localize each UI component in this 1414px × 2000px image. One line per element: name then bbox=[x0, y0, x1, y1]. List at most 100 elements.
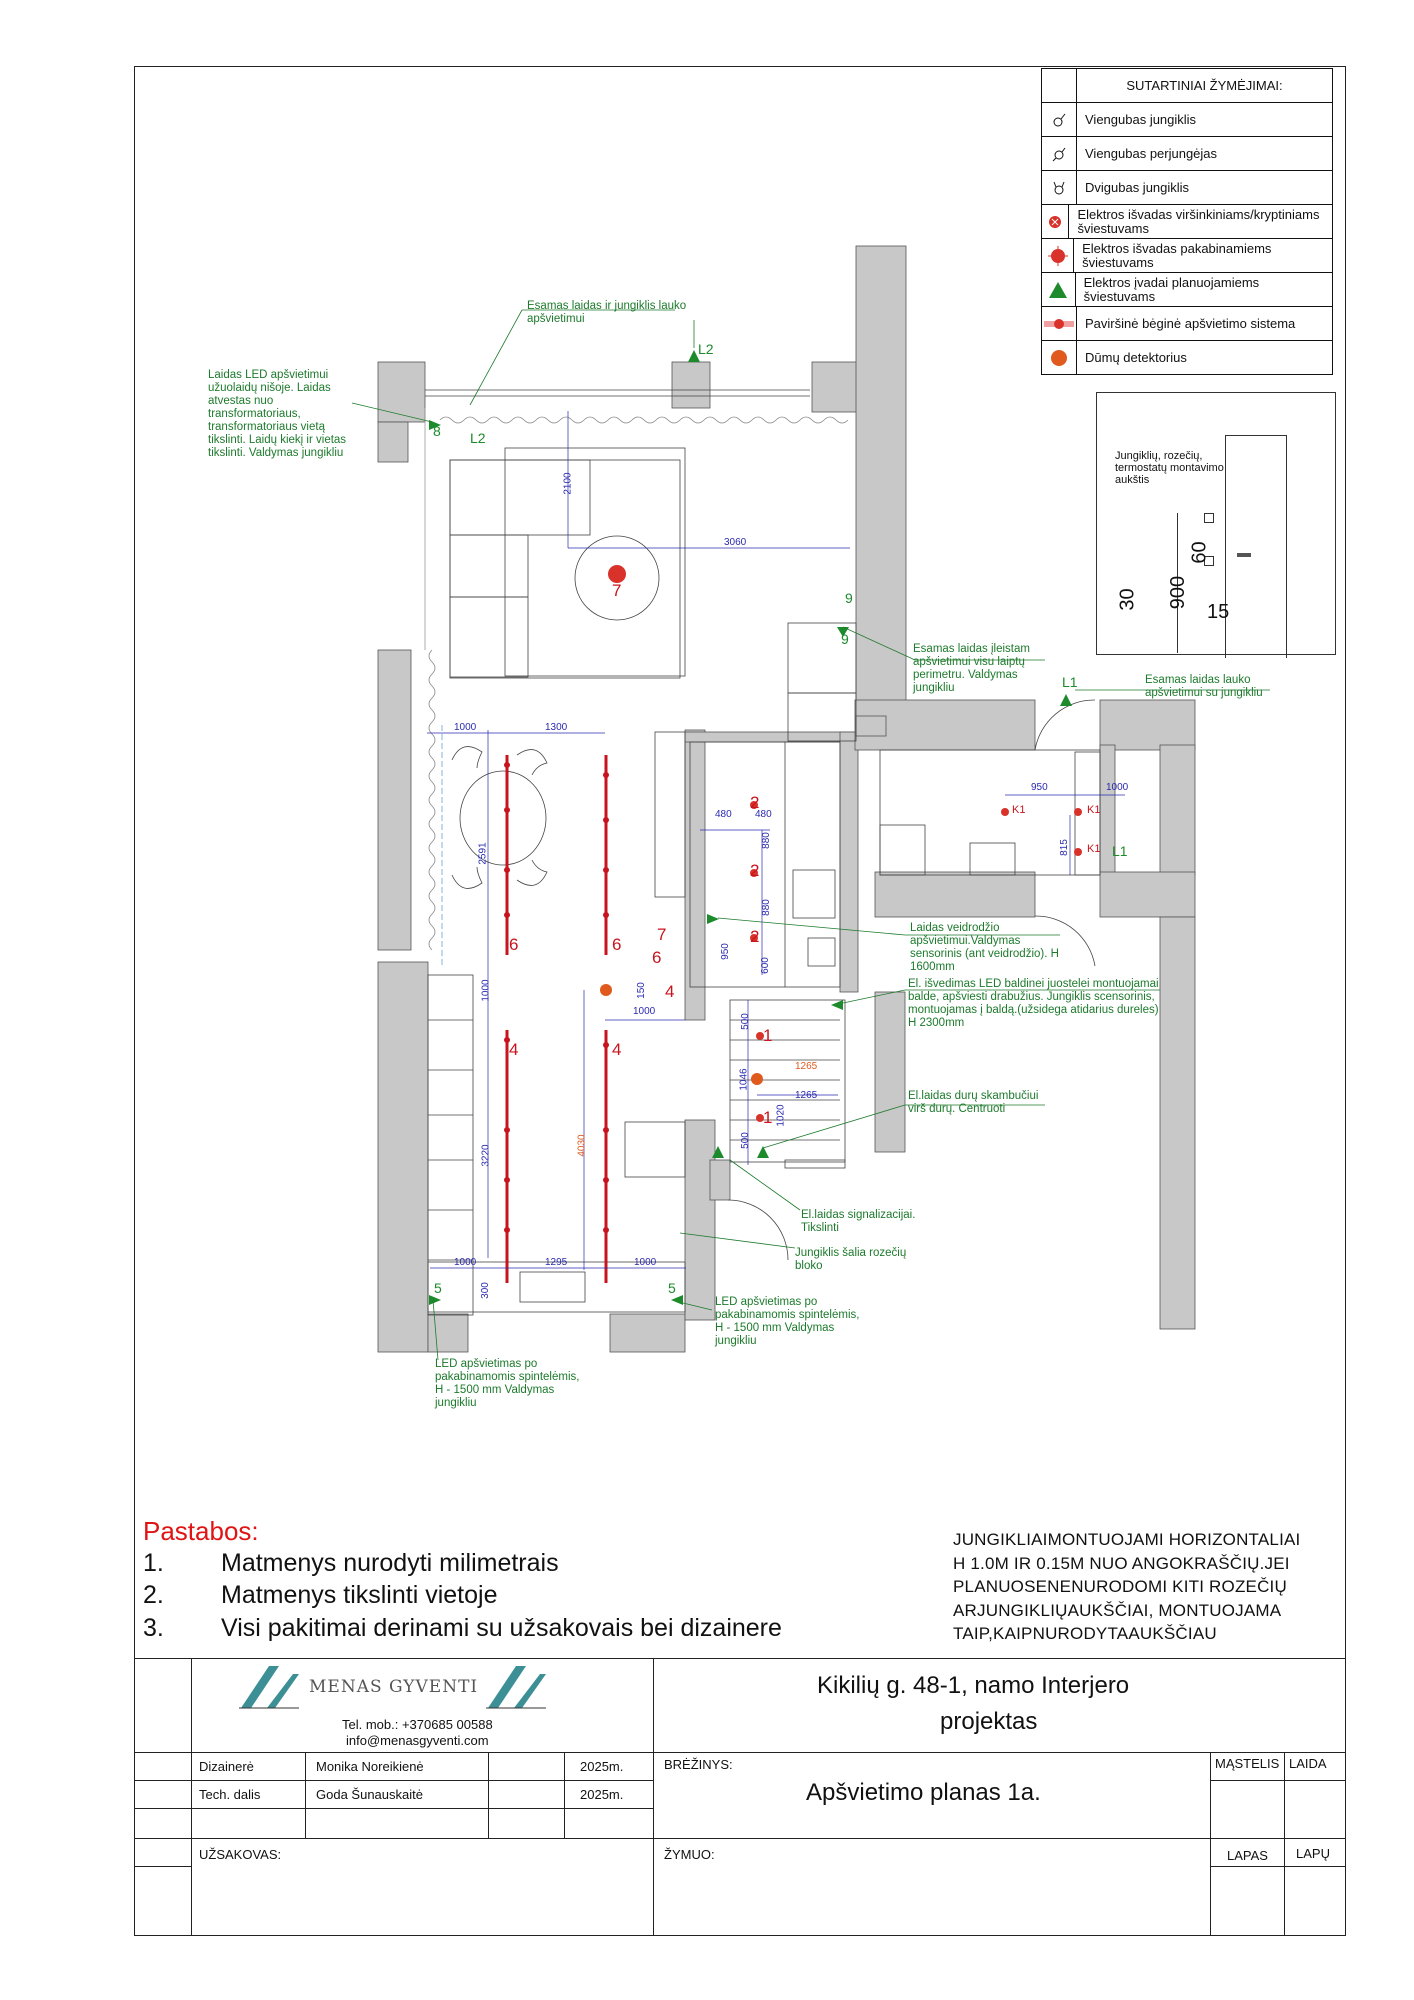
drawing-frame bbox=[134, 66, 1346, 1936]
dim-815: 815 bbox=[1058, 839, 1070, 856]
label-1b: 1 bbox=[763, 1108, 773, 1127]
label-l1-east: L1 bbox=[1112, 843, 1128, 859]
curtain-waves bbox=[428, 416, 849, 951]
label-k1a: K1 bbox=[1012, 804, 1026, 816]
planned-input-icon bbox=[1042, 273, 1076, 306]
label-9a: 9 bbox=[841, 631, 849, 647]
legend-row: Elektros įvadai planuojamiems šviestuvam… bbox=[1042, 272, 1332, 306]
drawing-label: BRĖŽINYS: bbox=[664, 1757, 733, 1772]
door-icon bbox=[1225, 435, 1287, 658]
issue-label: LAIDA bbox=[1289, 1756, 1327, 1771]
label-1a: 1 bbox=[763, 1026, 773, 1045]
dim-1000f: 1000 bbox=[1106, 782, 1129, 793]
label-8: 8 bbox=[433, 423, 441, 439]
company-phone: Tel. mob.: +370685 00588 bbox=[342, 1717, 493, 1732]
dim-500a: 500 bbox=[739, 1013, 751, 1030]
label-l2-north: L2 bbox=[698, 341, 714, 357]
dim-1265b: 1265 bbox=[795, 1090, 818, 1101]
dim-1000b: 1000 bbox=[480, 979, 492, 1002]
interior-lines bbox=[424, 389, 1101, 1316]
label-k1c: K1 bbox=[1087, 843, 1101, 855]
label-5a: 5 bbox=[434, 1280, 442, 1296]
ceiling-outlet-icon bbox=[1042, 205, 1070, 238]
legend-row: Viengubas perjungėjas bbox=[1042, 136, 1332, 170]
dim-1000c: 1000 bbox=[454, 1257, 477, 1268]
inset-text: Jungiklių, rozečių, termostatų montavimo… bbox=[1115, 450, 1224, 486]
designer-year: 2025m. bbox=[580, 1759, 624, 1774]
label-6b: 6 bbox=[612, 935, 622, 954]
callout-kitchen-led-right: LED apšvietimas po pakabinamomis spintel… bbox=[715, 1296, 860, 1347]
dim-1000e: 1000 bbox=[633, 1006, 656, 1017]
dim-880a: 880 bbox=[760, 832, 772, 849]
tech-name: Goda Šunauskaitė bbox=[316, 1787, 423, 1802]
callout-existing-wire-outdoor: Esamas laidas ir jungiklis lauko apšviet… bbox=[527, 300, 687, 325]
sheets-label: LAPŲ bbox=[1296, 1846, 1330, 1861]
dim-880b: 880 bbox=[760, 899, 772, 916]
designer-role: Dizainerė bbox=[199, 1759, 254, 1774]
legend-table: SUTARTINIAI ŽYMĖJIMAI: Viengubas jungikl… bbox=[1041, 68, 1333, 375]
switch-box bbox=[1204, 513, 1214, 523]
dim-3060: 3060 bbox=[724, 537, 747, 548]
callout-doorbell: El.laidas durų skambučiui virš durų. Cen… bbox=[908, 1090, 1039, 1115]
dimension-lines bbox=[427, 411, 1125, 1270]
walls bbox=[377, 245, 1196, 1353]
dim-500b: 500 bbox=[739, 1132, 751, 1149]
label-7: 7 bbox=[612, 581, 622, 600]
label-6a: 6 bbox=[509, 935, 519, 954]
double-switch-icon bbox=[1042, 171, 1077, 204]
dim-15: 15 bbox=[1207, 601, 1230, 623]
ceiling-outlets bbox=[600, 565, 1082, 1122]
mounting-height-inset: Jungiklių, rozečių, termostatų montavimo… bbox=[1096, 392, 1336, 658]
dim-480a: 480 bbox=[715, 809, 732, 820]
client-label: UŽSAKOVAS: bbox=[199, 1847, 282, 1862]
callout-stair-lighting: Esamas laidas įleistam apšvietimui visu … bbox=[913, 643, 1030, 694]
track-lighting bbox=[505, 755, 608, 1283]
callout-outdoor-light: Esamas laidas lauko apšvietimui su jungi… bbox=[1145, 674, 1263, 699]
notes-title: Pastabos: bbox=[143, 1516, 259, 1546]
dim-480b: 480 bbox=[755, 809, 772, 820]
label-2b: 2 bbox=[750, 861, 760, 880]
title-block: MENAS GYVENTI Tel. mob.: +370685 00588 i… bbox=[134, 1658, 1346, 1936]
logo-text: MENAS GYVENTI bbox=[309, 1677, 479, 1697]
dim-1046: 1046 bbox=[738, 1068, 750, 1091]
dim-900: 900 bbox=[1167, 575, 1190, 610]
project-title-line1: Kikilių g. 48-1, namo Interjero bbox=[817, 1672, 1130, 1699]
label-4a: 4 bbox=[509, 1040, 519, 1059]
planned-light-inputs bbox=[429, 350, 1072, 1305]
label-7b: 7 bbox=[657, 925, 667, 944]
callout-curtain-led: Laidas LED apšvietimui užuolaidų nišoje.… bbox=[208, 369, 347, 459]
company-logo: MENAS GYVENTI bbox=[239, 1664, 548, 1710]
dim-150: 150 bbox=[635, 982, 647, 999]
dim-1000d: 1000 bbox=[634, 1257, 657, 1268]
label-2c: 2 bbox=[750, 927, 760, 946]
installation-note: JUNGIKLIAIMONTUOJAMI HORIZONTALIAI H 1.0… bbox=[953, 1530, 1301, 1643]
track-system-icon bbox=[1042, 307, 1077, 340]
label-k1b: K1 bbox=[1087, 804, 1101, 816]
single-changeover-icon bbox=[1042, 137, 1077, 170]
designer-name: Monika Noreikienė bbox=[316, 1759, 424, 1774]
label-4b: 4 bbox=[612, 1040, 622, 1059]
pendant-outlet-icon bbox=[1042, 239, 1075, 272]
label-4c: 4 bbox=[665, 982, 675, 1001]
legend-row: Dūmų detektorius bbox=[1042, 340, 1332, 374]
callout-kitchen-led-left: LED apšvietimas po pakabinamomis spintel… bbox=[435, 1358, 580, 1409]
dim-4030: 4030 bbox=[576, 1134, 588, 1157]
scale-label: MĄSTELIS bbox=[1215, 1756, 1280, 1771]
legend-row: Paviršinė bėginė apšvietimo sistema bbox=[1042, 306, 1332, 340]
tech-role: Tech. dalis bbox=[199, 1787, 261, 1802]
legend-title: SUTARTINIAI ŽYMĖJIMAI: bbox=[1126, 78, 1283, 93]
callout-mirror-light: Laidas veidrodžio apšvietimui.Valdymas s… bbox=[910, 922, 1059, 973]
note-item: 1.Matmenys nurodyti milimetrais bbox=[143, 1549, 559, 1577]
legend-header: SUTARTINIAI ŽYMĖJIMAI: bbox=[1042, 69, 1332, 102]
sheet-label: LAPAS bbox=[1227, 1848, 1268, 1863]
dim-60: 60 bbox=[1188, 541, 1211, 564]
dim-950: 950 bbox=[719, 943, 731, 960]
door-handle-icon bbox=[1237, 553, 1251, 557]
dining-chairs bbox=[451, 746, 548, 889]
smoke-detector-icon bbox=[1042, 341, 1077, 374]
callout-switch-by-sockets: Jungiklis šalia rozečių bloko bbox=[795, 1247, 907, 1272]
callout-alarm: El.laidas signalizacijai. Tikslinti bbox=[801, 1209, 916, 1234]
dim-1295: 1295 bbox=[545, 1257, 568, 1268]
legend-row: Elektros išvadas pakabinamiems šviestuva… bbox=[1042, 238, 1332, 272]
